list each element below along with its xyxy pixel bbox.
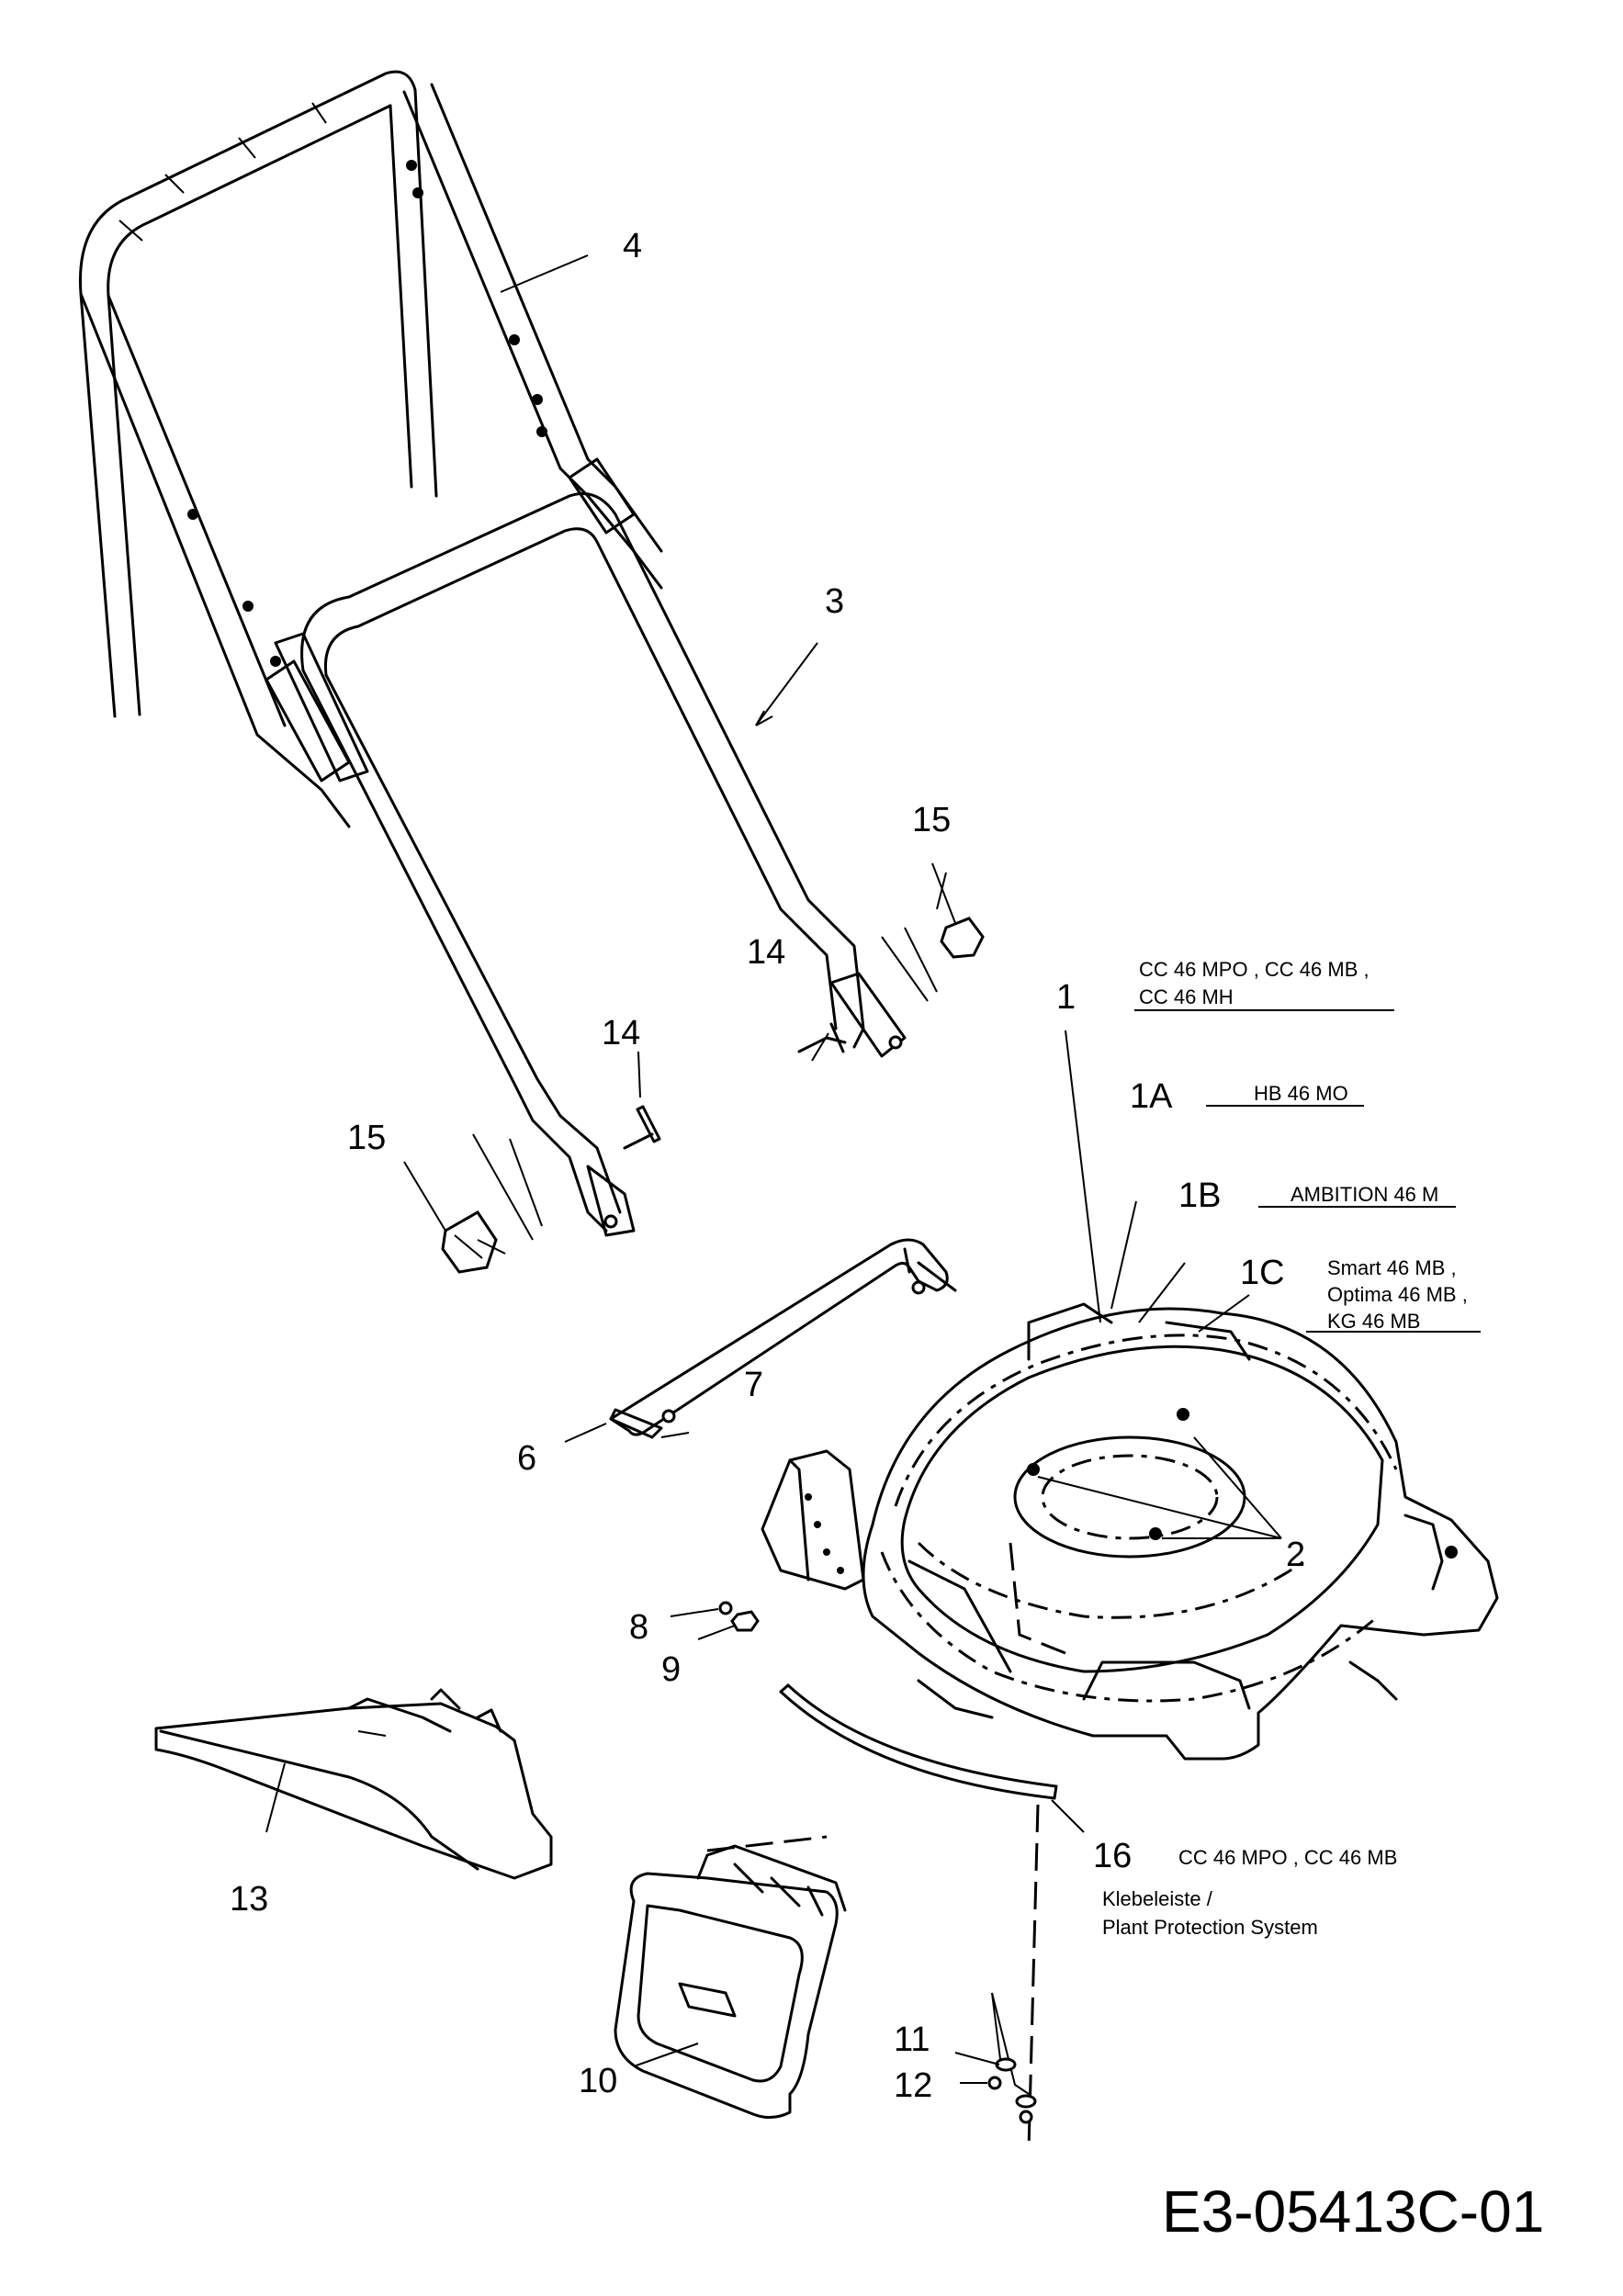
knob-axis-lines — [472, 927, 938, 1255]
rear-flap — [614, 1835, 847, 2119]
note-1c-line1: Smart 46 MB , — [1327, 1256, 1457, 1279]
bolt-left — [623, 1105, 661, 1150]
deck-rear-plate — [761, 1449, 865, 1591]
callout-15-right: 15 — [912, 801, 951, 839]
callout-1b: 1B — [1178, 1176, 1221, 1215]
callout-2: 2 — [1286, 1536, 1305, 1574]
handle-bracket — [609, 1238, 957, 1439]
mower-deck — [862, 1302, 1499, 1761]
callout-3: 3 — [825, 582, 844, 621]
callout-13: 13 — [230, 1880, 268, 1919]
note-1c-line3: KG 46 MB — [1327, 1310, 1420, 1333]
callout-7: 7 — [744, 1366, 763, 1404]
note-16: CC 46 MPO , CC 46 MB — [1178, 1846, 1397, 1869]
protection-strip — [779, 1683, 1058, 1800]
callout-4: 4 — [623, 227, 642, 265]
note-1b: AMBITION 46 M — [1291, 1183, 1438, 1206]
note-1-line1: CC 46 MPO , CC 46 MB , — [1139, 958, 1369, 981]
callout-1a: 1A — [1130, 1077, 1173, 1116]
document-number: E3-05413C-01 — [1162, 2178, 1544, 2245]
upper-handle — [78, 70, 663, 828]
note-underlines — [1134, 1009, 1481, 1333]
note-16-desc1: Klebeleiste / — [1102, 1887, 1213, 1910]
note-1a: HB 46 MO — [1254, 1082, 1348, 1105]
lower-handle — [274, 492, 907, 1237]
note-1c-line2: Optima 46 MB , — [1327, 1283, 1468, 1306]
callout-14-right: 14 — [747, 933, 785, 972]
callout-6: 6 — [517, 1439, 536, 1478]
callout-10: 10 — [579, 2062, 617, 2100]
grass-deflector — [154, 1688, 553, 1880]
callout-1: 1 — [1056, 978, 1076, 1017]
knob-right — [940, 917, 985, 959]
callout-8: 8 — [629, 1608, 648, 1647]
screw-11-12 — [987, 1804, 1040, 2150]
callout-11: 11 — [894, 2020, 930, 2059]
knob-left — [441, 1210, 498, 1274]
callout-1c: 1C — [1240, 1254, 1285, 1292]
callout-9: 9 — [661, 1650, 681, 1689]
leader-lines — [265, 254, 1282, 2084]
note-16-desc2: Plant Protection System — [1102, 1916, 1318, 1939]
nut-9 — [730, 1610, 760, 1632]
callout-16: 16 — [1093, 1837, 1132, 1875]
bolt-right — [797, 1022, 847, 1053]
callout-14-left: 14 — [602, 1014, 640, 1052]
callout-15-left: 15 — [347, 1119, 386, 1157]
note-1-line2: CC 46 MH — [1139, 985, 1234, 1008]
callout-12: 12 — [894, 2066, 932, 2105]
washer-8 — [718, 1601, 733, 1615]
